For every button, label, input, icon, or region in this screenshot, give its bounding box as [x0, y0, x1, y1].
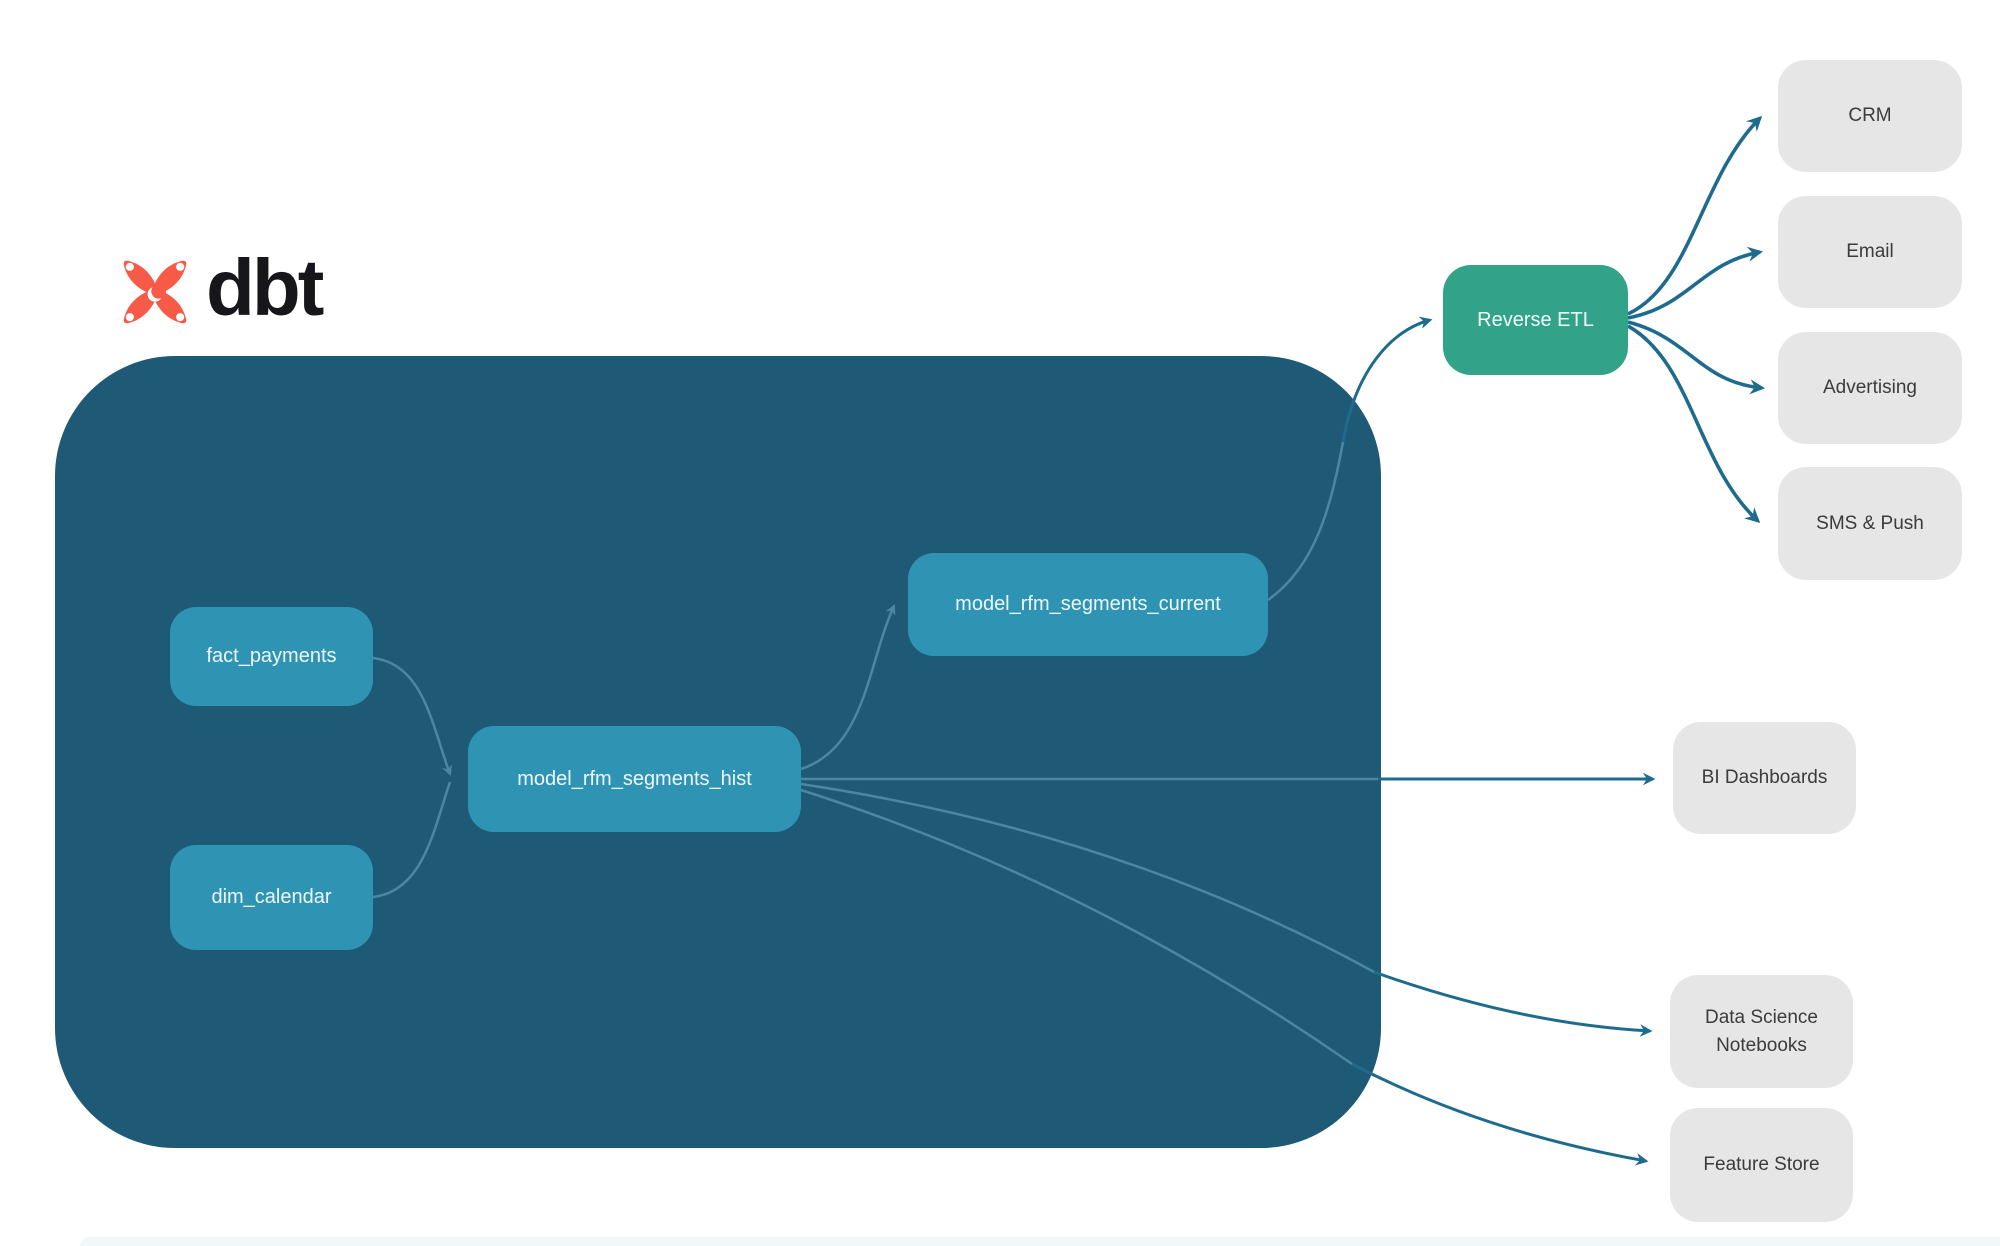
dbt-logo: dbt	[118, 248, 324, 332]
edge-retl-to-sms	[1627, 324, 1761, 524]
node-label: fact_payments	[206, 645, 337, 667]
node-model-rfm-segments-hist: model_rfm_segments_hist	[468, 726, 801, 832]
node-advertising: Advertising	[1778, 332, 1962, 444]
node-sms-push: SMS & Push	[1778, 467, 1962, 580]
node-label: dim_calendar	[211, 886, 332, 908]
edge-retl-to-advertising	[1627, 320, 1766, 395]
node-dim-calendar: dim_calendar	[170, 845, 373, 950]
dbt-logo-text: dbt	[206, 243, 324, 332]
edge-retl-to-crm	[1627, 115, 1763, 316]
node-label: CRM	[1848, 105, 1892, 127]
edge-retl-to-email	[1627, 246, 1763, 320]
node-label: Feature Store	[1703, 1154, 1820, 1176]
node-reverse-etl: Reverse ETL	[1443, 265, 1628, 375]
edge-to-fs-outer	[1351, 1062, 1649, 1166]
node-label: Email	[1846, 241, 1894, 263]
bottom-section-edge	[80, 1237, 2000, 1246]
node-label: model_rfm_segments_current	[955, 593, 1221, 615]
node-email: Email	[1778, 196, 1962, 308]
edge-to-ds-outer	[1373, 970, 1653, 1037]
node-label: Advertising	[1823, 377, 1917, 399]
node-crm: CRM	[1778, 60, 1962, 172]
node-label: model_rfm_segments_hist	[517, 767, 752, 790]
node-label: Data Science Notebooks	[1704, 1006, 1818, 1056]
node-label: Reverse ETL	[1477, 308, 1594, 331]
node-fact-payments: fact_payments	[170, 607, 373, 706]
dbt-logo-icon	[123, 260, 187, 324]
node-model-rfm-segments-current: model_rfm_segments_current	[908, 553, 1268, 656]
node-data-science-notebooks: Data Science Notebooks	[1670, 975, 1853, 1088]
node-label: BI Dashboards	[1701, 767, 1828, 789]
node-feature-store: Feature Store	[1670, 1108, 1853, 1222]
node-bi-dashboards: BI Dashboards	[1673, 722, 1856, 834]
node-label: SMS & Push	[1816, 512, 1924, 534]
